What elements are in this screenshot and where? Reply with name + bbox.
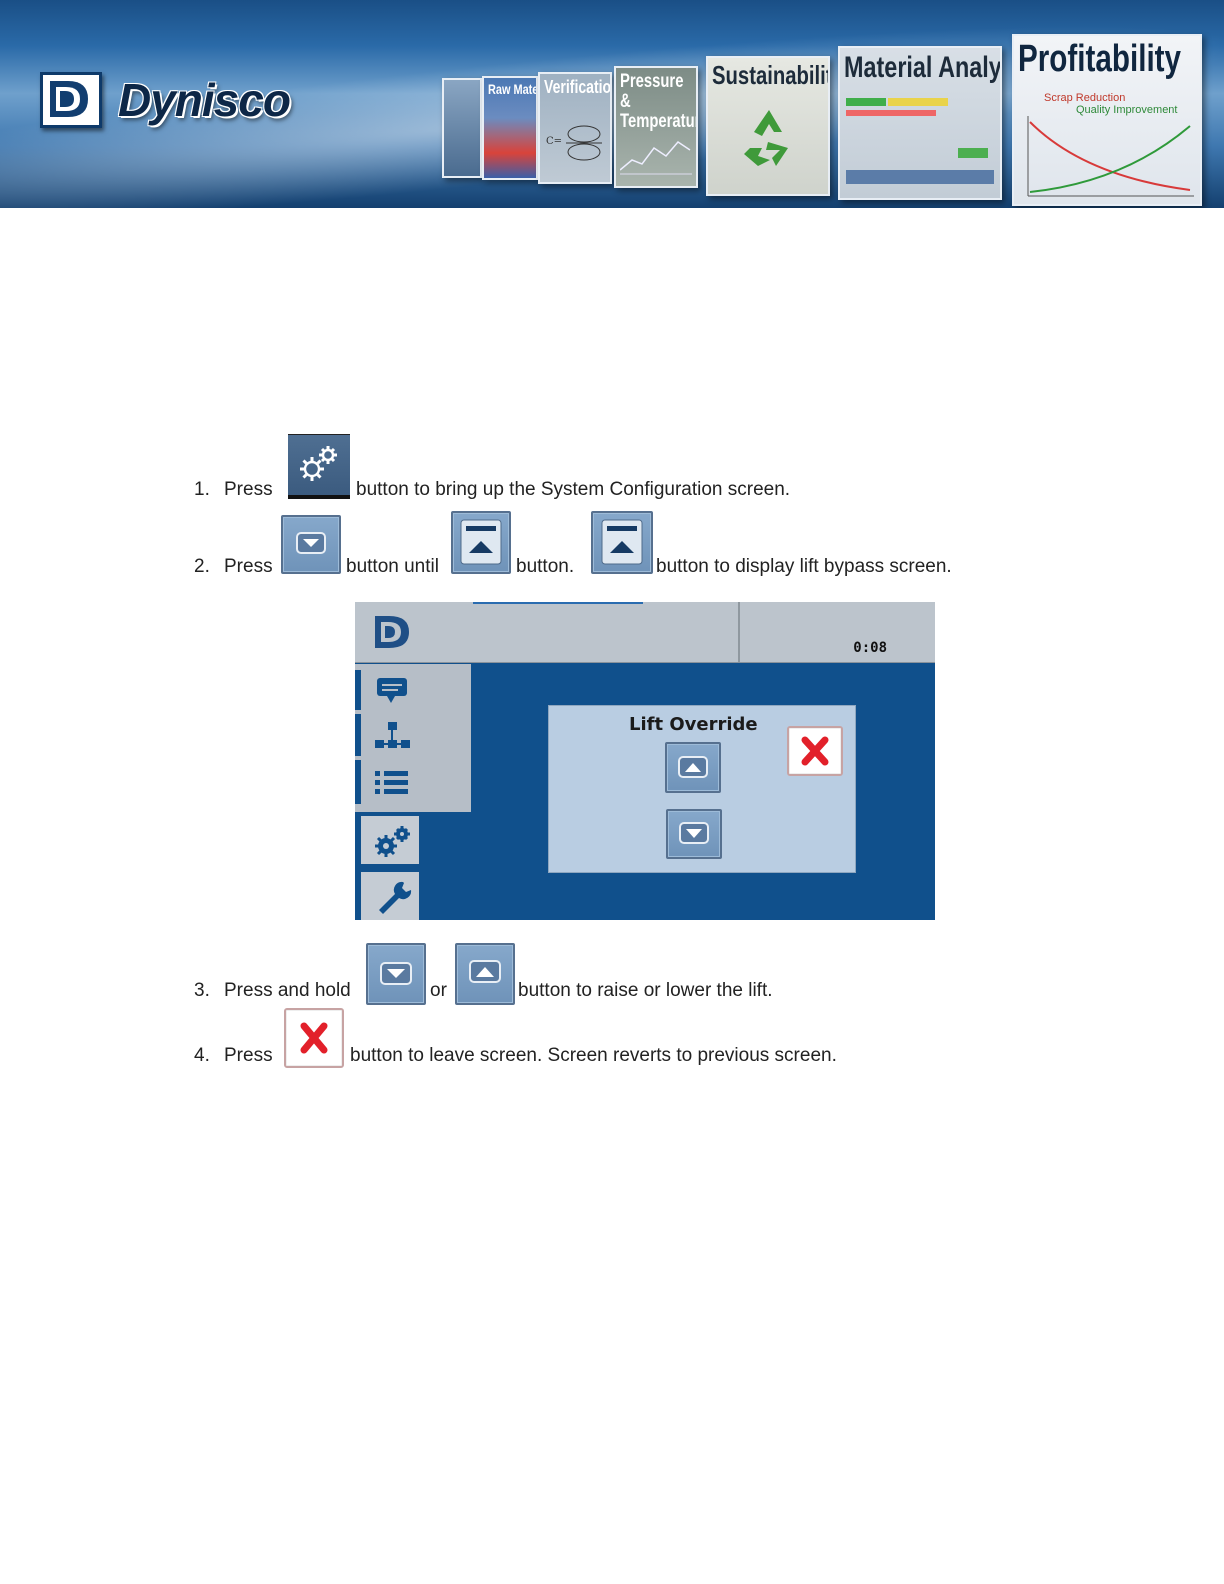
tile-toolbar (846, 170, 994, 184)
sidebar-item-settings[interactable] (355, 816, 419, 864)
lift-bypass-icon (460, 519, 502, 565)
dynisco-logo-mark-icon (40, 72, 102, 128)
lift-override-dialog: Lift Override (548, 705, 856, 873)
formula-icon: C= (546, 125, 602, 161)
banner-tile-profitability: Profitability Scrap Reduction Quality Im… (1012, 34, 1202, 206)
dynisco-logo-icon (373, 614, 417, 655)
chevron-up-icon (469, 960, 501, 983)
step-text: or (430, 980, 447, 1001)
banner-tile-verification: Verification C= (538, 72, 612, 184)
elapsed-time: 0:08 (853, 640, 887, 656)
banner-tile-label: Verification (544, 77, 612, 97)
banner-tile-material-analysis: Material Analysis (838, 46, 1002, 200)
step-number: 3. (194, 980, 210, 1001)
step-number: 2. (194, 556, 210, 577)
step-text: button to bring up the System Configurat… (356, 479, 791, 500)
raise-button[interactable] (455, 943, 515, 1005)
chevron-down-icon (380, 962, 412, 985)
sidebar-item-messages[interactable] (355, 670, 419, 710)
chart-bar (846, 98, 886, 106)
header-banner: Dynisco Raw Materials Verification C= Pr… (0, 0, 1224, 208)
close-button[interactable] (787, 726, 843, 776)
step-text: button. (516, 556, 575, 577)
banner-tile-label: Profitability (1018, 38, 1182, 80)
step-text: button to leave screen. Screen reverts t… (350, 1045, 837, 1066)
network-icon (375, 722, 410, 748)
graph-icon (620, 141, 692, 175)
wrench-icon (379, 881, 412, 914)
svg-text:C=: C= (546, 136, 562, 147)
dialog-title: Lift Override (629, 714, 758, 735)
chevron-down-icon (679, 822, 709, 844)
banner-tile-label: Sustainability (712, 60, 828, 90)
lift-bypass-button-b[interactable] (591, 511, 653, 574)
top-bar-divider (738, 602, 740, 662)
step-text: button to raise or lower the lift. (518, 980, 773, 1001)
step-number: 1. (194, 479, 210, 500)
banner-tile-lab (442, 78, 482, 178)
chevron-up-icon (678, 756, 708, 778)
chart-bar (846, 110, 936, 116)
step-text: button until (346, 556, 439, 577)
system-config-button[interactable] (288, 434, 350, 499)
lift-bypass-button-a[interactable] (451, 511, 511, 574)
list-icon (375, 771, 408, 794)
close-button-reference[interactable] (284, 1008, 344, 1068)
step-text: Press (224, 479, 273, 500)
profit-curve-icon (1027, 116, 1194, 197)
chevron-down-icon (296, 532, 326, 554)
dynisco-logo: Dynisco (40, 72, 291, 128)
recycle-icon (744, 110, 788, 166)
step-text: button to display lift bypass screen. (656, 556, 952, 577)
message-icon (377, 678, 407, 703)
lower-button[interactable] (366, 943, 426, 1005)
banner-tile-sustainability: Sustainability (706, 56, 830, 196)
step-text: Press and hold (224, 980, 351, 1001)
gear-icon (375, 826, 410, 857)
gear-icon (300, 446, 337, 481)
lift-bypass-icon (601, 519, 643, 565)
top-accent-line (473, 602, 643, 604)
chart-bar (888, 98, 948, 106)
brand-name: Dynisco (118, 74, 291, 126)
tile-status (958, 148, 988, 158)
step-number: 4. (194, 1045, 210, 1066)
lift-override-screen: 0:08 (355, 602, 935, 920)
lift-lower-button[interactable] (666, 809, 722, 859)
step-text: Press (224, 556, 273, 577)
sidebar-item-list[interactable] (355, 760, 419, 804)
close-icon (801, 736, 829, 766)
banner-tile-label: Material Analysis (844, 51, 1002, 84)
banner-tile-pressure-temperature: Pressure & Temperature (614, 66, 698, 188)
banner-tile-sublabel: Scrap Reduction (1044, 92, 1126, 104)
hmi-top-bar: 0:08 (355, 602, 935, 663)
sidebar-item-tools[interactable] (355, 872, 419, 920)
banner-tile-label: Pressure & Temperature (620, 71, 696, 132)
scroll-down-button[interactable] (281, 515, 341, 574)
lift-raise-button[interactable] (665, 742, 721, 793)
step-text: Press (224, 1045, 273, 1066)
banner-tile-raw-materials: Raw Materials (482, 76, 538, 180)
banner-tile-label: Raw Materials (488, 81, 538, 97)
sidebar-item-network[interactable] (355, 714, 419, 756)
banner-tile-sublabel: Quality Improvement (1076, 104, 1178, 116)
close-icon (300, 1022, 328, 1054)
